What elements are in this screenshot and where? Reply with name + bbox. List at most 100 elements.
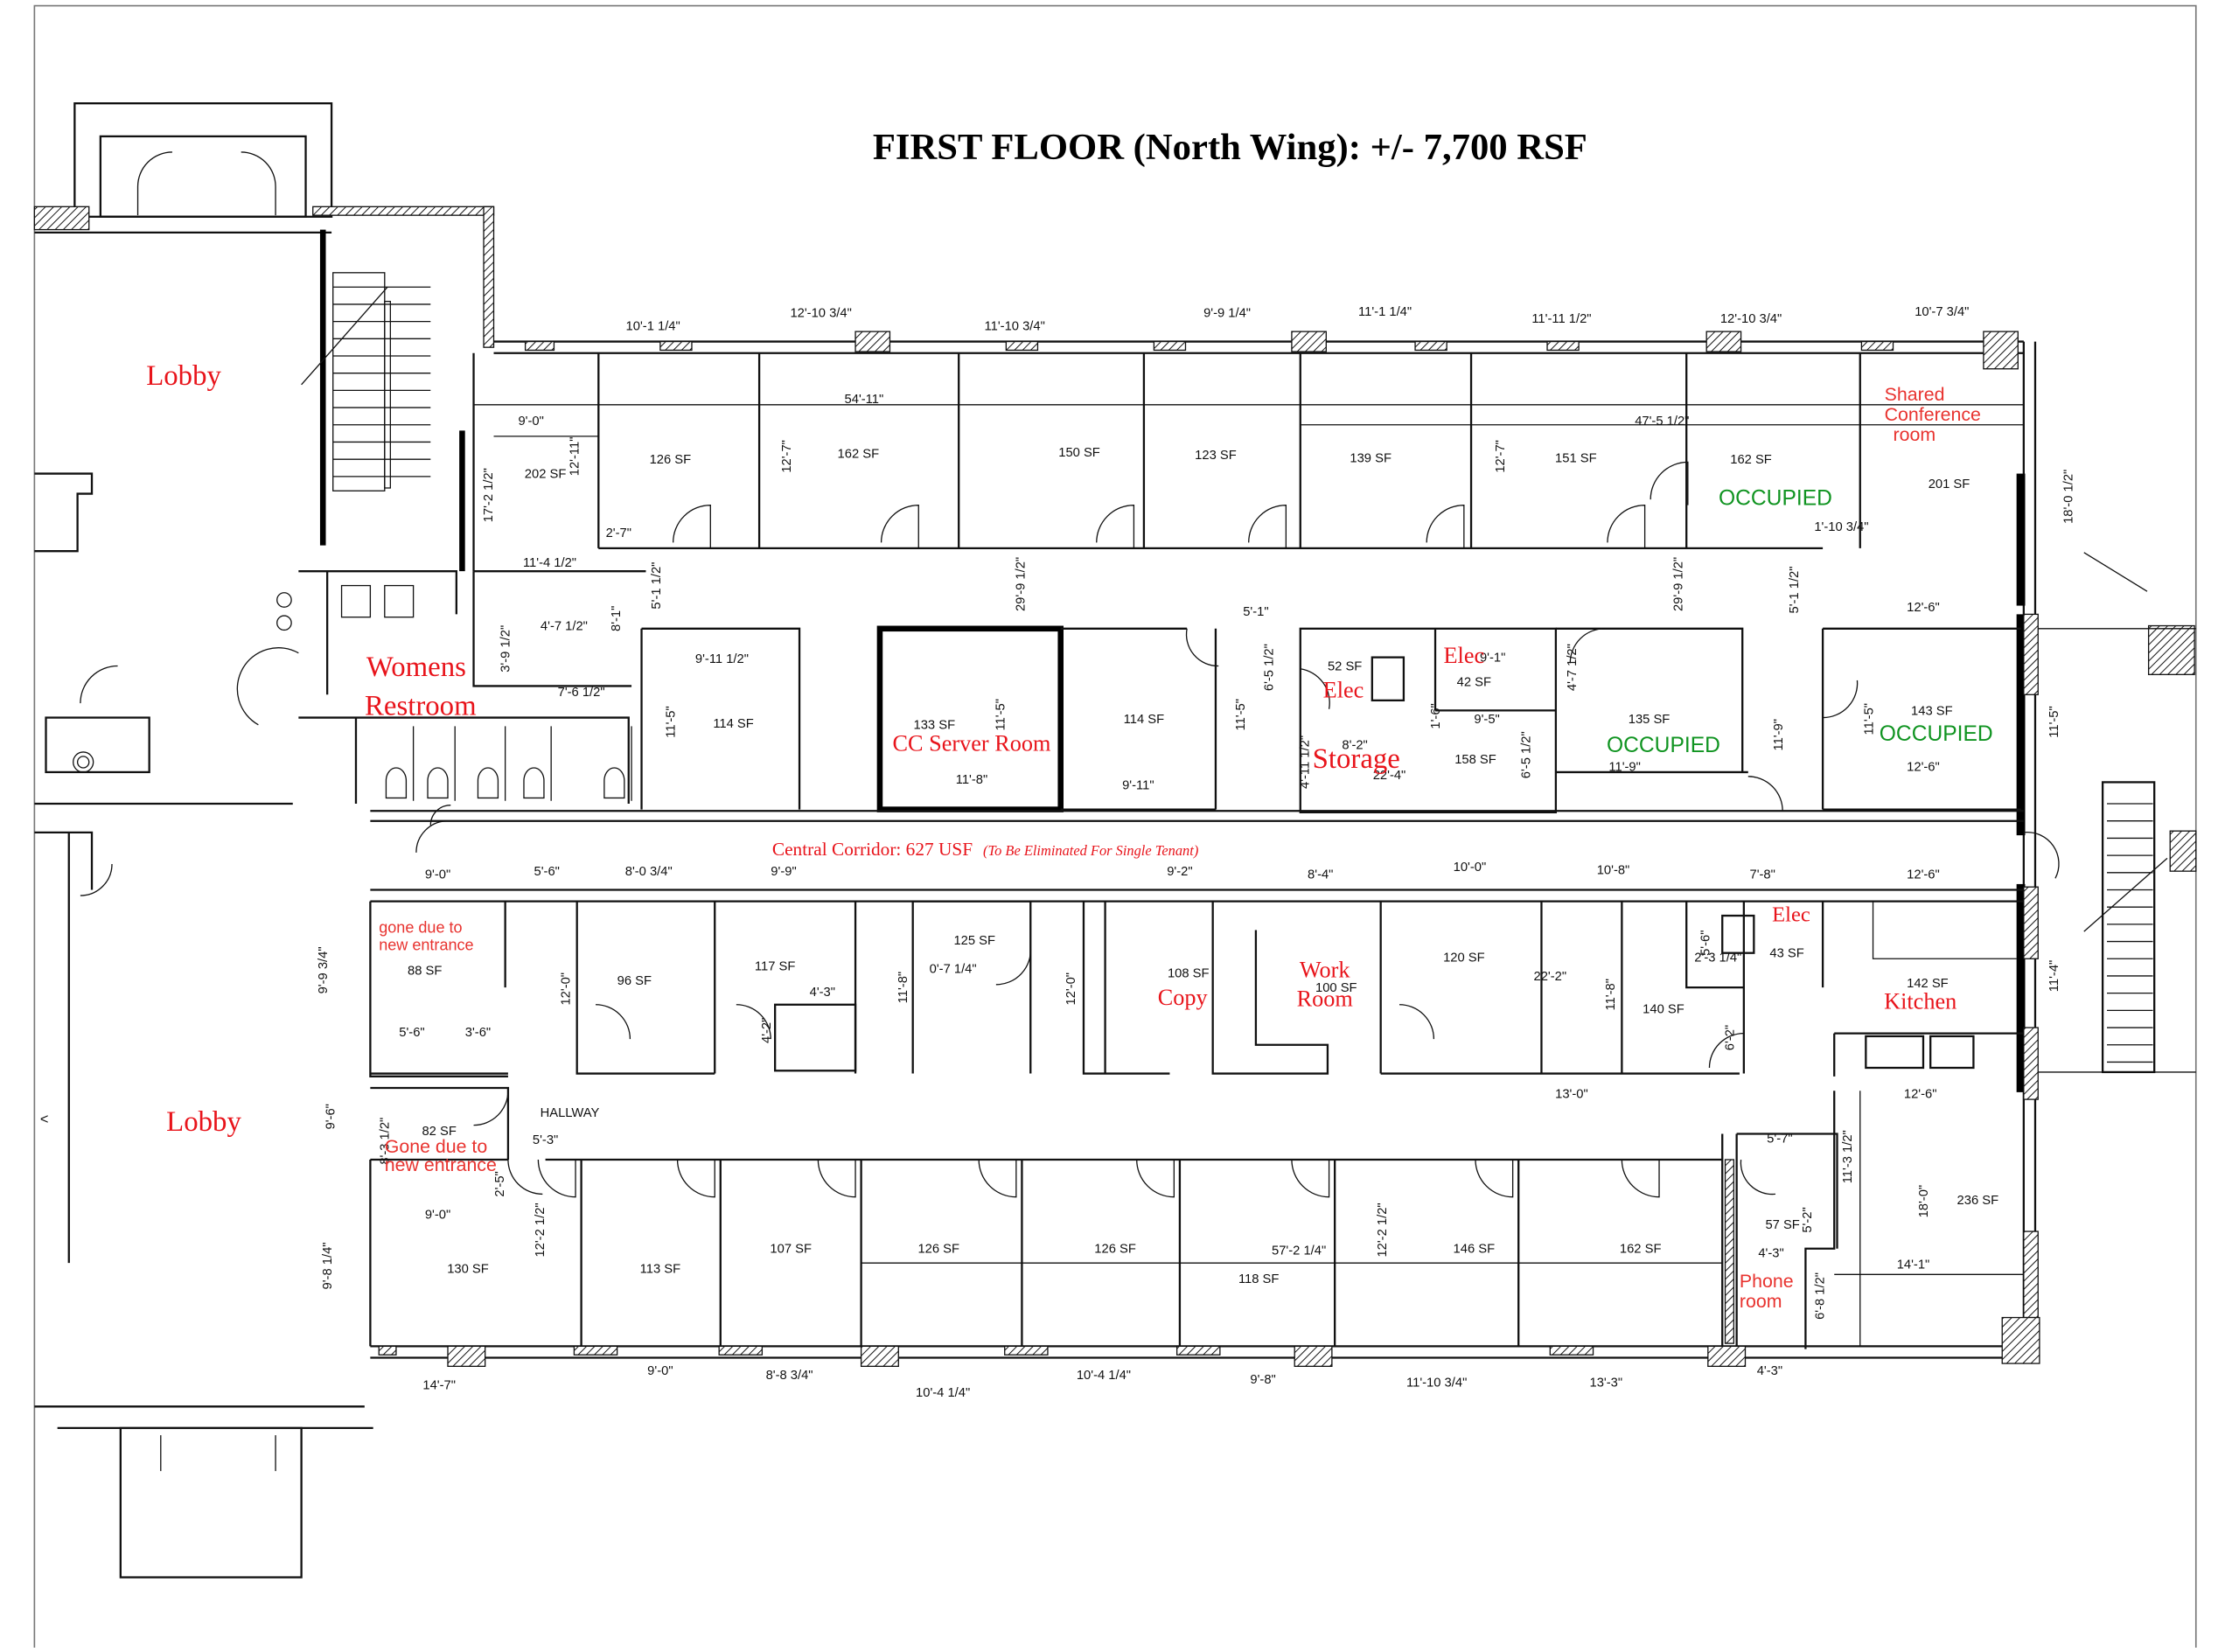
dimension-label-vertical: 4'-11 1/2" — [1299, 735, 1313, 789]
room-area-label: 88 SF — [408, 964, 442, 978]
dimension-label: 11'-11 1/2" — [1531, 312, 1591, 326]
dimension-label: 10'-0" — [1454, 861, 1487, 875]
womens-restroom — [236, 570, 632, 826]
occupied-status-label: OCCUPIED — [1607, 734, 1720, 757]
dimension-label: 12'-6" — [1907, 760, 1940, 774]
dimension-label: 9'-11" — [1122, 779, 1154, 793]
room-area-label: 125 SF — [953, 934, 995, 948]
dimension-label: 9'-0" — [647, 1364, 673, 1378]
dimension-label-vertical: 12'-7" — [780, 440, 794, 473]
dimension-label-vertical: 8'-1" — [610, 606, 624, 631]
dimension-label-vertical: 4'-7 1/2" — [1566, 644, 1580, 691]
room-area-label: 236 SF — [1957, 1194, 1999, 1208]
dimension-label: 10'-7 3/4" — [1915, 305, 1969, 319]
dimension-label-vertical: 9'-8 1/4" — [321, 1242, 335, 1289]
corridor-label-main: Central Corridor: 627 USF — [772, 839, 973, 860]
dimension-label-vertical: 3'-9 1/2" — [499, 625, 513, 673]
north-office-row — [472, 352, 2024, 572]
dimension-label: 9'-11 1/2" — [695, 652, 749, 666]
north-wing-shell — [370, 331, 2197, 1367]
room-area-label: 126 SF — [1094, 1243, 1136, 1257]
room-label-gone-1b: new entrance — [379, 936, 473, 953]
dimension-label: 8'-2" — [1342, 739, 1367, 753]
occupied-status-label: OCCUPIED — [1880, 722, 1993, 746]
room-area-label: 133 SF — [914, 719, 956, 733]
south-lower-row — [369, 1086, 2024, 1349]
room-area-label: 162 SF — [838, 448, 880, 462]
room-area-label: 162 SF — [1620, 1243, 1662, 1257]
room-label-elec-3: Elec — [1772, 903, 1810, 927]
room-area-label: 52 SF — [1328, 659, 1362, 673]
west-lobby-block: < — [33, 102, 495, 1579]
room-area-label: 100 SF — [1315, 981, 1357, 995]
dimension-label: 5'-6" — [534, 865, 560, 879]
dimension-label: 9'-9 1/4" — [1203, 307, 1251, 321]
dimension-label-vertical: 17'-2 1/2" — [482, 468, 496, 522]
room-label-shared-conf-3: room — [1894, 424, 1936, 445]
room-area-label: 143 SF — [1911, 704, 1953, 718]
room-area-label: 140 SF — [1643, 1003, 1684, 1017]
dimension-label-vertical: 11'-5" — [1863, 703, 1877, 735]
room-label-kitchen: Kitchen — [1884, 989, 1957, 1014]
room-area-label: 130 SF — [447, 1263, 489, 1277]
dimension-label: 9'-0" — [425, 868, 450, 882]
dimension-label: 22'-4" — [1373, 769, 1406, 783]
dimension-label-vertical: 11'-9" — [1772, 719, 1786, 750]
dimension-label: 9'-8" — [1250, 1373, 1275, 1387]
dimension-label-vertical: 11'-5" — [1234, 699, 1248, 730]
dimension-label-vertical: 18'-0" — [1917, 1185, 1931, 1218]
room-area-label: 151 SF — [1555, 451, 1597, 465]
room-area-label: 135 SF — [1629, 713, 1671, 727]
dimension-label: 2'-3 1/4" — [1694, 951, 1741, 965]
dimension-label: 4'-3" — [810, 986, 835, 1000]
room-label-shared-conf-2: Conference — [1885, 404, 1981, 425]
dimension-label: 54'-11" — [845, 393, 884, 407]
dimension-label-vertical: 1'-6" — [1429, 703, 1443, 728]
dimension-label-vertical: 4'-2" — [760, 1018, 774, 1043]
dimension-label-vertical: 12'-2 1/2" — [534, 1202, 548, 1257]
room-area-label: 82 SF — [422, 1125, 456, 1139]
dimension-label: 12'-6" — [1907, 868, 1940, 882]
room-area-label: 43 SF — [1769, 947, 1803, 961]
dimension-label: 4'-3" — [1757, 1364, 1782, 1378]
dimension-label: 10'-4 1/4" — [1077, 1369, 1131, 1383]
dimension-label: 10'-4 1/4" — [916, 1386, 970, 1400]
dimension-label-vertical: 12'-7" — [1494, 440, 1508, 473]
dimension-label: 13'-0" — [1555, 1087, 1588, 1101]
dimension-label-vertical: 5'-1 1/2" — [1788, 567, 1802, 614]
dimension-label: 8'-0 3/4" — [625, 865, 673, 879]
dimension-label: 8'-4" — [1308, 868, 1333, 882]
dimension-label: 7'-8" — [1749, 868, 1775, 882]
room-area-label: 117 SF — [755, 959, 795, 973]
room-label-copy: Copy — [1158, 985, 1209, 1010]
dimension-label-vertical: 8'-3 1/2" — [379, 1118, 393, 1165]
dimension-label: 8'-8 3/4" — [766, 1369, 813, 1383]
plan-title: FIRST FLOOR (North Wing): +/- 7,700 RSF — [873, 127, 1587, 168]
room-area-label: 201 SF — [1929, 477, 1970, 491]
dimension-label: 5'-7" — [1767, 1132, 1792, 1146]
cc-server-room-outline — [876, 625, 1064, 812]
room-area-label: 123 SF — [1195, 449, 1237, 463]
dimension-label-vertical: 11'-5" — [664, 706, 678, 737]
room-area-label: 150 SF — [1058, 446, 1100, 460]
middle-band — [370, 570, 2060, 879]
dimension-label: 4'-7 1/2" — [541, 619, 588, 633]
dimension-label: 5'-1" — [1243, 605, 1268, 619]
central-corridor-label: Central Corridor: 627 USF (To Be Elimina… — [772, 839, 1198, 860]
dimension-label-vertical: 5'-2" — [1801, 1207, 1815, 1232]
dimension-label-vertical: 29'-9 1/2" — [1671, 557, 1685, 611]
corridor-label-note: (To Be Eliminated For Single Tenant) — [983, 842, 1198, 859]
dimension-label-vertical: 6'-5 1/2" — [1519, 731, 1533, 778]
room-area-label: 158 SF — [1454, 753, 1496, 767]
room-label-elec-1: Elec — [1444, 643, 1485, 668]
room-label-hallway: HALLWAY — [541, 1106, 600, 1120]
dimension-label-vertical: 6'-2" — [1723, 1025, 1737, 1050]
room-area-label: 118 SF — [1238, 1272, 1279, 1286]
dimension-label: 12'-10 3/4" — [1720, 312, 1782, 326]
dimension-label-vertical: 11'-4" — [2047, 960, 2061, 992]
dimension-label-vertical: 12'-0" — [1064, 972, 1078, 1006]
room-label-work-room-1: Work — [1300, 958, 1351, 983]
